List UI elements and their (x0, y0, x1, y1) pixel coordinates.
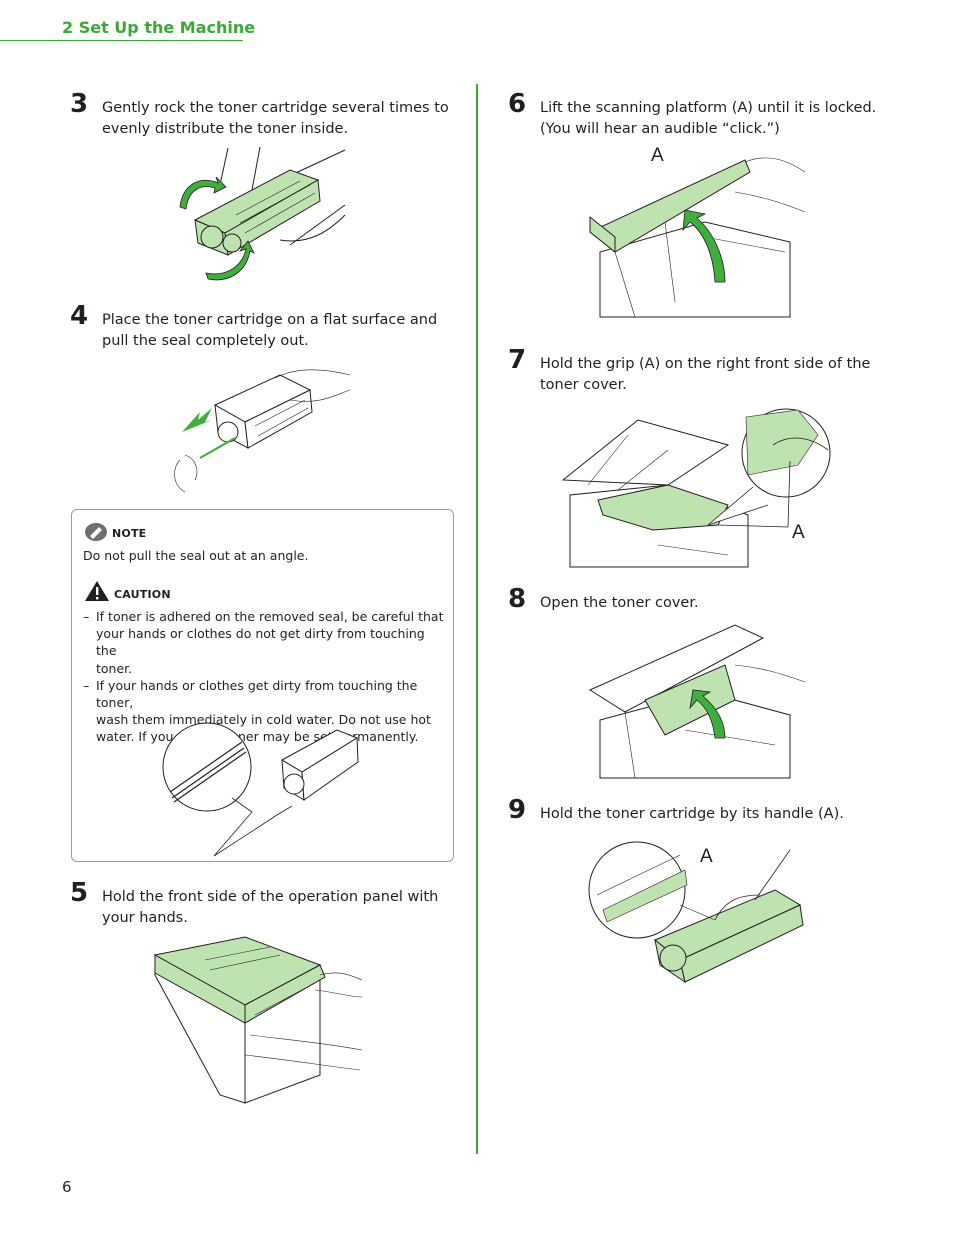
step-number: 5 (70, 878, 89, 908)
caution-list: – If toner is adhered on the removed sea… (83, 608, 445, 746)
step-number: 9 (508, 795, 527, 825)
toner-cover-grip-illustration (561, 408, 831, 568)
open-toner-cover-illustration (588, 624, 806, 779)
step-number: 3 (70, 89, 89, 119)
note-pencil-icon (85, 523, 107, 541)
step-text: Open the toner cover. (540, 595, 699, 611)
label-a: A (651, 145, 664, 166)
step-text: Hold the front side of the operation pan… (102, 889, 439, 926)
seal-toner-illustration (162, 722, 359, 857)
note-caution-box: NOTE Do not pull the seal out at an angl… (71, 509, 454, 862)
step-number: 6 (508, 89, 527, 119)
toner-handle-illustration (588, 841, 804, 984)
label-a: A (700, 846, 713, 867)
caution-heading: CAUTION (114, 588, 171, 601)
header-rule (0, 40, 243, 41)
column-divider (476, 84, 478, 1154)
scanning-platform-illustration (589, 157, 806, 318)
warning-triangle-icon (85, 581, 109, 601)
step-number: 4 (70, 301, 89, 331)
section-title: 2 Set Up the Machine (62, 18, 256, 37)
step-text: Place the toner cartridge on a flat surf… (102, 312, 438, 349)
note-text: Do not pull the seal out at an angle. (83, 548, 309, 563)
caution-item: – If toner is adhered on the removed sea… (83, 609, 444, 676)
step-text: Hold the toner cartridge by its handle (… (540, 806, 844, 822)
step-number: 7 (508, 345, 527, 375)
step-number: 8 (508, 584, 527, 614)
operation-panel-illustration (153, 936, 363, 1104)
pull-seal-illustration (174, 369, 351, 493)
note-heading: NOTE (112, 527, 147, 540)
label-a: A (792, 522, 805, 543)
step-text: Lift the scanning platform (A) until it … (540, 100, 877, 137)
step-text: Hold the grip (A) on the right front sid… (540, 356, 871, 393)
toner-rock-illustration (179, 146, 346, 281)
page-number: 6 (62, 1178, 72, 1196)
step-text: Gently rock the toner cartridge several … (102, 100, 449, 137)
